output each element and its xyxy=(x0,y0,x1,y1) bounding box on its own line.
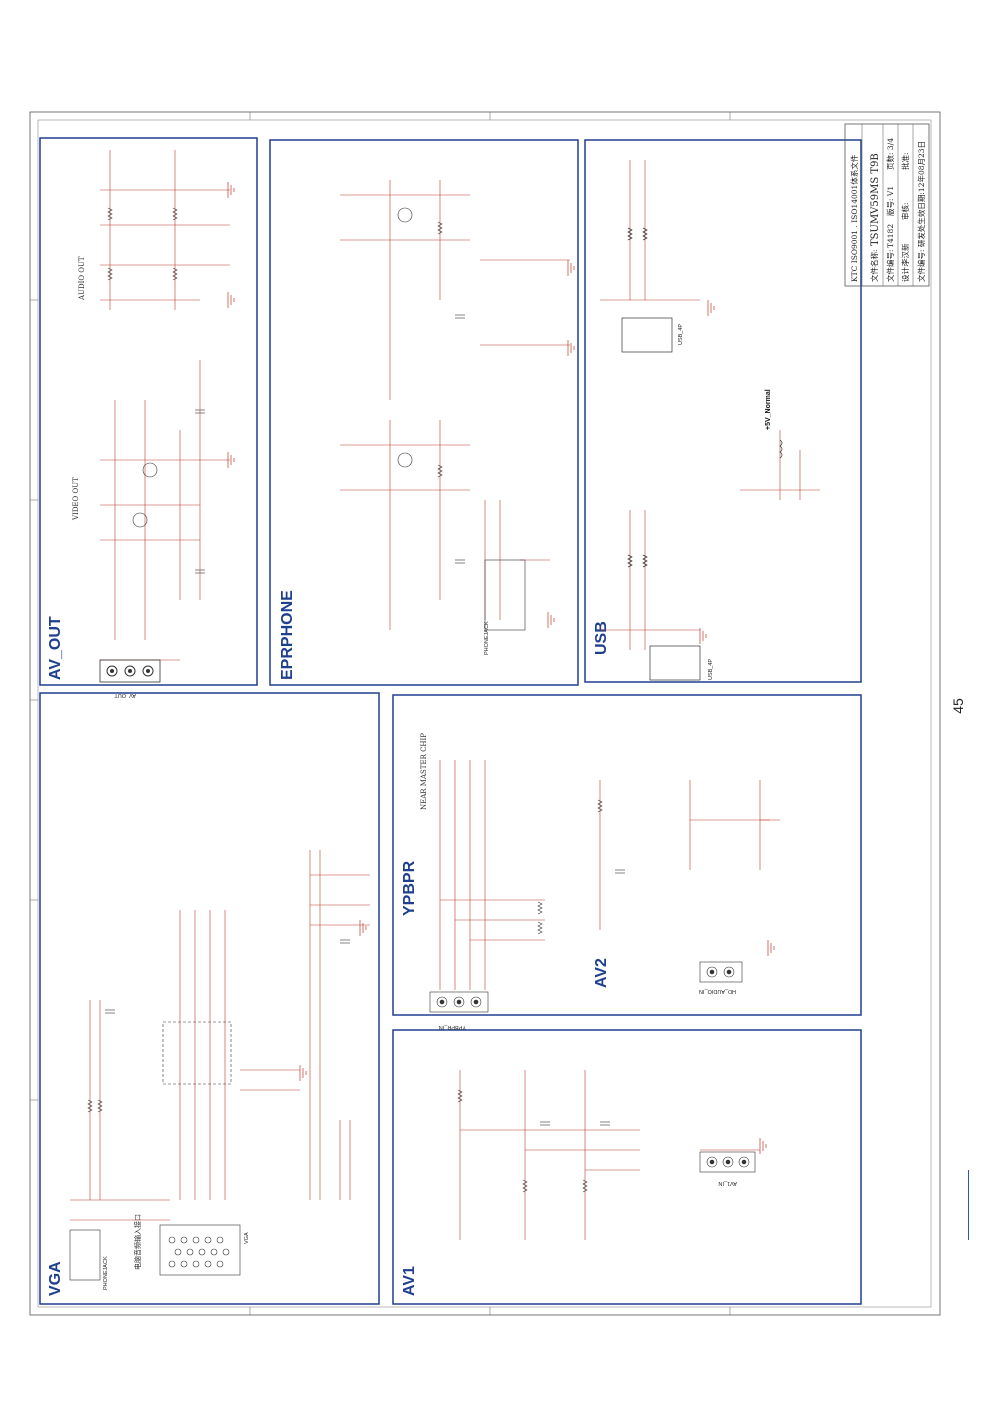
av1-wiring xyxy=(459,1070,760,1240)
label-cn3: YPBPR_IN xyxy=(439,1024,466,1030)
vga-db15-connector xyxy=(159,1224,241,1276)
note-audio-out: AUDIO OUT xyxy=(78,256,86,301)
av-out-connector xyxy=(99,659,161,683)
eprphone-parts xyxy=(397,207,526,631)
label-p3: USB_4P xyxy=(708,659,714,680)
title-version: 版号: V1 xyxy=(885,186,895,216)
title-approver: 批准: xyxy=(900,152,910,170)
usb-connector-p3 xyxy=(649,645,701,681)
av-out-wiring xyxy=(100,150,230,661)
usb-power-label: +5V_Normal xyxy=(765,389,772,430)
block-eprphone xyxy=(269,139,579,686)
label-p4: USB_4P xyxy=(678,324,684,345)
av-out-parts xyxy=(107,207,205,574)
usb-connectors xyxy=(621,227,783,681)
title-company: KTC ISO9001 . ISO14001体系文件 xyxy=(849,154,859,282)
inner-frame xyxy=(37,119,932,1308)
label-cn2: AV_OUT xyxy=(114,692,136,698)
vga-wiring xyxy=(70,850,370,1221)
block-av-out xyxy=(39,137,258,686)
frame-ticks xyxy=(30,112,731,1315)
ypbpr-wiring xyxy=(439,760,780,990)
title-page: 页数: 3/4 xyxy=(885,138,895,170)
title-file-no: T4182 xyxy=(886,224,895,248)
block-ypbpr xyxy=(392,694,862,1016)
margin-mark xyxy=(968,1170,969,1240)
label-p2: VGA xyxy=(244,1232,250,1244)
ypbpr-in-connector xyxy=(429,991,489,1013)
note-vga-audio: 电脑音频输入接口 xyxy=(133,1214,142,1270)
label-cn5: PHONEJACK xyxy=(484,621,490,655)
title-file-name-label: 文件名称: xyxy=(869,249,879,282)
page-number: 45 xyxy=(949,698,966,714)
eprphone-wiring xyxy=(340,180,570,630)
usb-connector-p4 xyxy=(621,317,673,353)
label-cn4: AV1_IN xyxy=(718,1180,737,1186)
title-date: 文件编号: 研发处生效日期:12年08月23日 xyxy=(916,141,926,282)
vga-parts xyxy=(69,939,350,1281)
outer-frame xyxy=(29,111,941,1316)
title-vga: VGA xyxy=(47,1261,64,1296)
title-ypbpr: YPBPR xyxy=(401,860,418,916)
ground-symbols xyxy=(227,182,775,1154)
title-av-out: AV_OUT xyxy=(47,616,64,680)
title-eprphone: EPRPHONE xyxy=(279,590,296,680)
title-av1: AV1 xyxy=(401,1266,418,1296)
label-cn6: HD_AUDIO_IN xyxy=(699,988,736,994)
usb-wiring xyxy=(600,160,820,650)
block-usb xyxy=(584,139,862,683)
label-p1: PHONEJACK xyxy=(103,1256,109,1290)
title-av2: AV2 xyxy=(593,958,610,988)
title-block: KTC ISO9001 . ISO14001体系文件 文件名称: TSUMV59… xyxy=(844,123,930,287)
hd-audio-in-connector xyxy=(699,961,743,983)
note-near-master: NEAR MASTER CHIP xyxy=(420,733,428,810)
av1-in-connector xyxy=(699,1151,756,1173)
block-av1 xyxy=(392,1029,862,1305)
ypbpr-parts xyxy=(429,799,743,1013)
title-file-no-label: 文件编号: xyxy=(885,249,895,282)
block-vga xyxy=(39,692,380,1305)
title-file-name: TSUMV59MS T9B xyxy=(870,153,881,246)
title-usb: USB xyxy=(593,621,610,655)
title-designer-label: 设计: xyxy=(900,264,910,282)
title-designer: 李汉新 xyxy=(900,243,910,266)
note-video-out: VIDEO OUT xyxy=(72,477,80,521)
av1-parts xyxy=(457,1089,756,1193)
title-checker: 审核: xyxy=(900,202,910,220)
vga-phone-jack xyxy=(69,1229,101,1281)
